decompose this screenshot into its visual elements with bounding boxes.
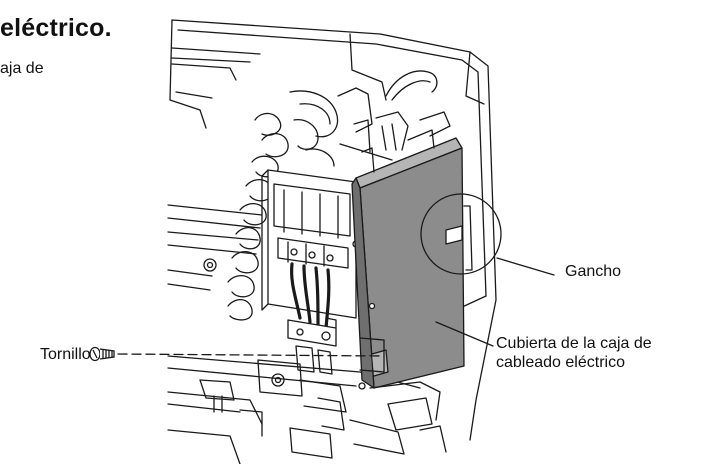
screw-icon: [89, 346, 115, 362]
lower-mechanism: [213, 359, 447, 459]
electrical-wiring-box-cover: [351, 119, 473, 389]
hook-label: Gancho: [565, 263, 622, 280]
cover-leader-line: [435, 321, 494, 347]
wiring-box-cover-label-line1: Cubierta de la caja de: [496, 335, 652, 352]
terminal-block: [261, 169, 360, 375]
hook-detail-circle: [420, 193, 502, 275]
chassis-frame: [167, 19, 497, 464]
screw-guide-dashed-line: [117, 353, 385, 357]
section-heading: eléctrico.: [0, 14, 112, 42]
wiring-box-cover-label-line2: cableado eléctrico: [496, 354, 625, 371]
hook-leader-line: [496, 257, 555, 276]
wiring-box-cover-label: Cubierta de la caja de cableado eléctric…: [496, 334, 652, 372]
instruction-text-fragment: aja de: [0, 60, 44, 77]
screw-label: Tornillo: [40, 346, 91, 363]
